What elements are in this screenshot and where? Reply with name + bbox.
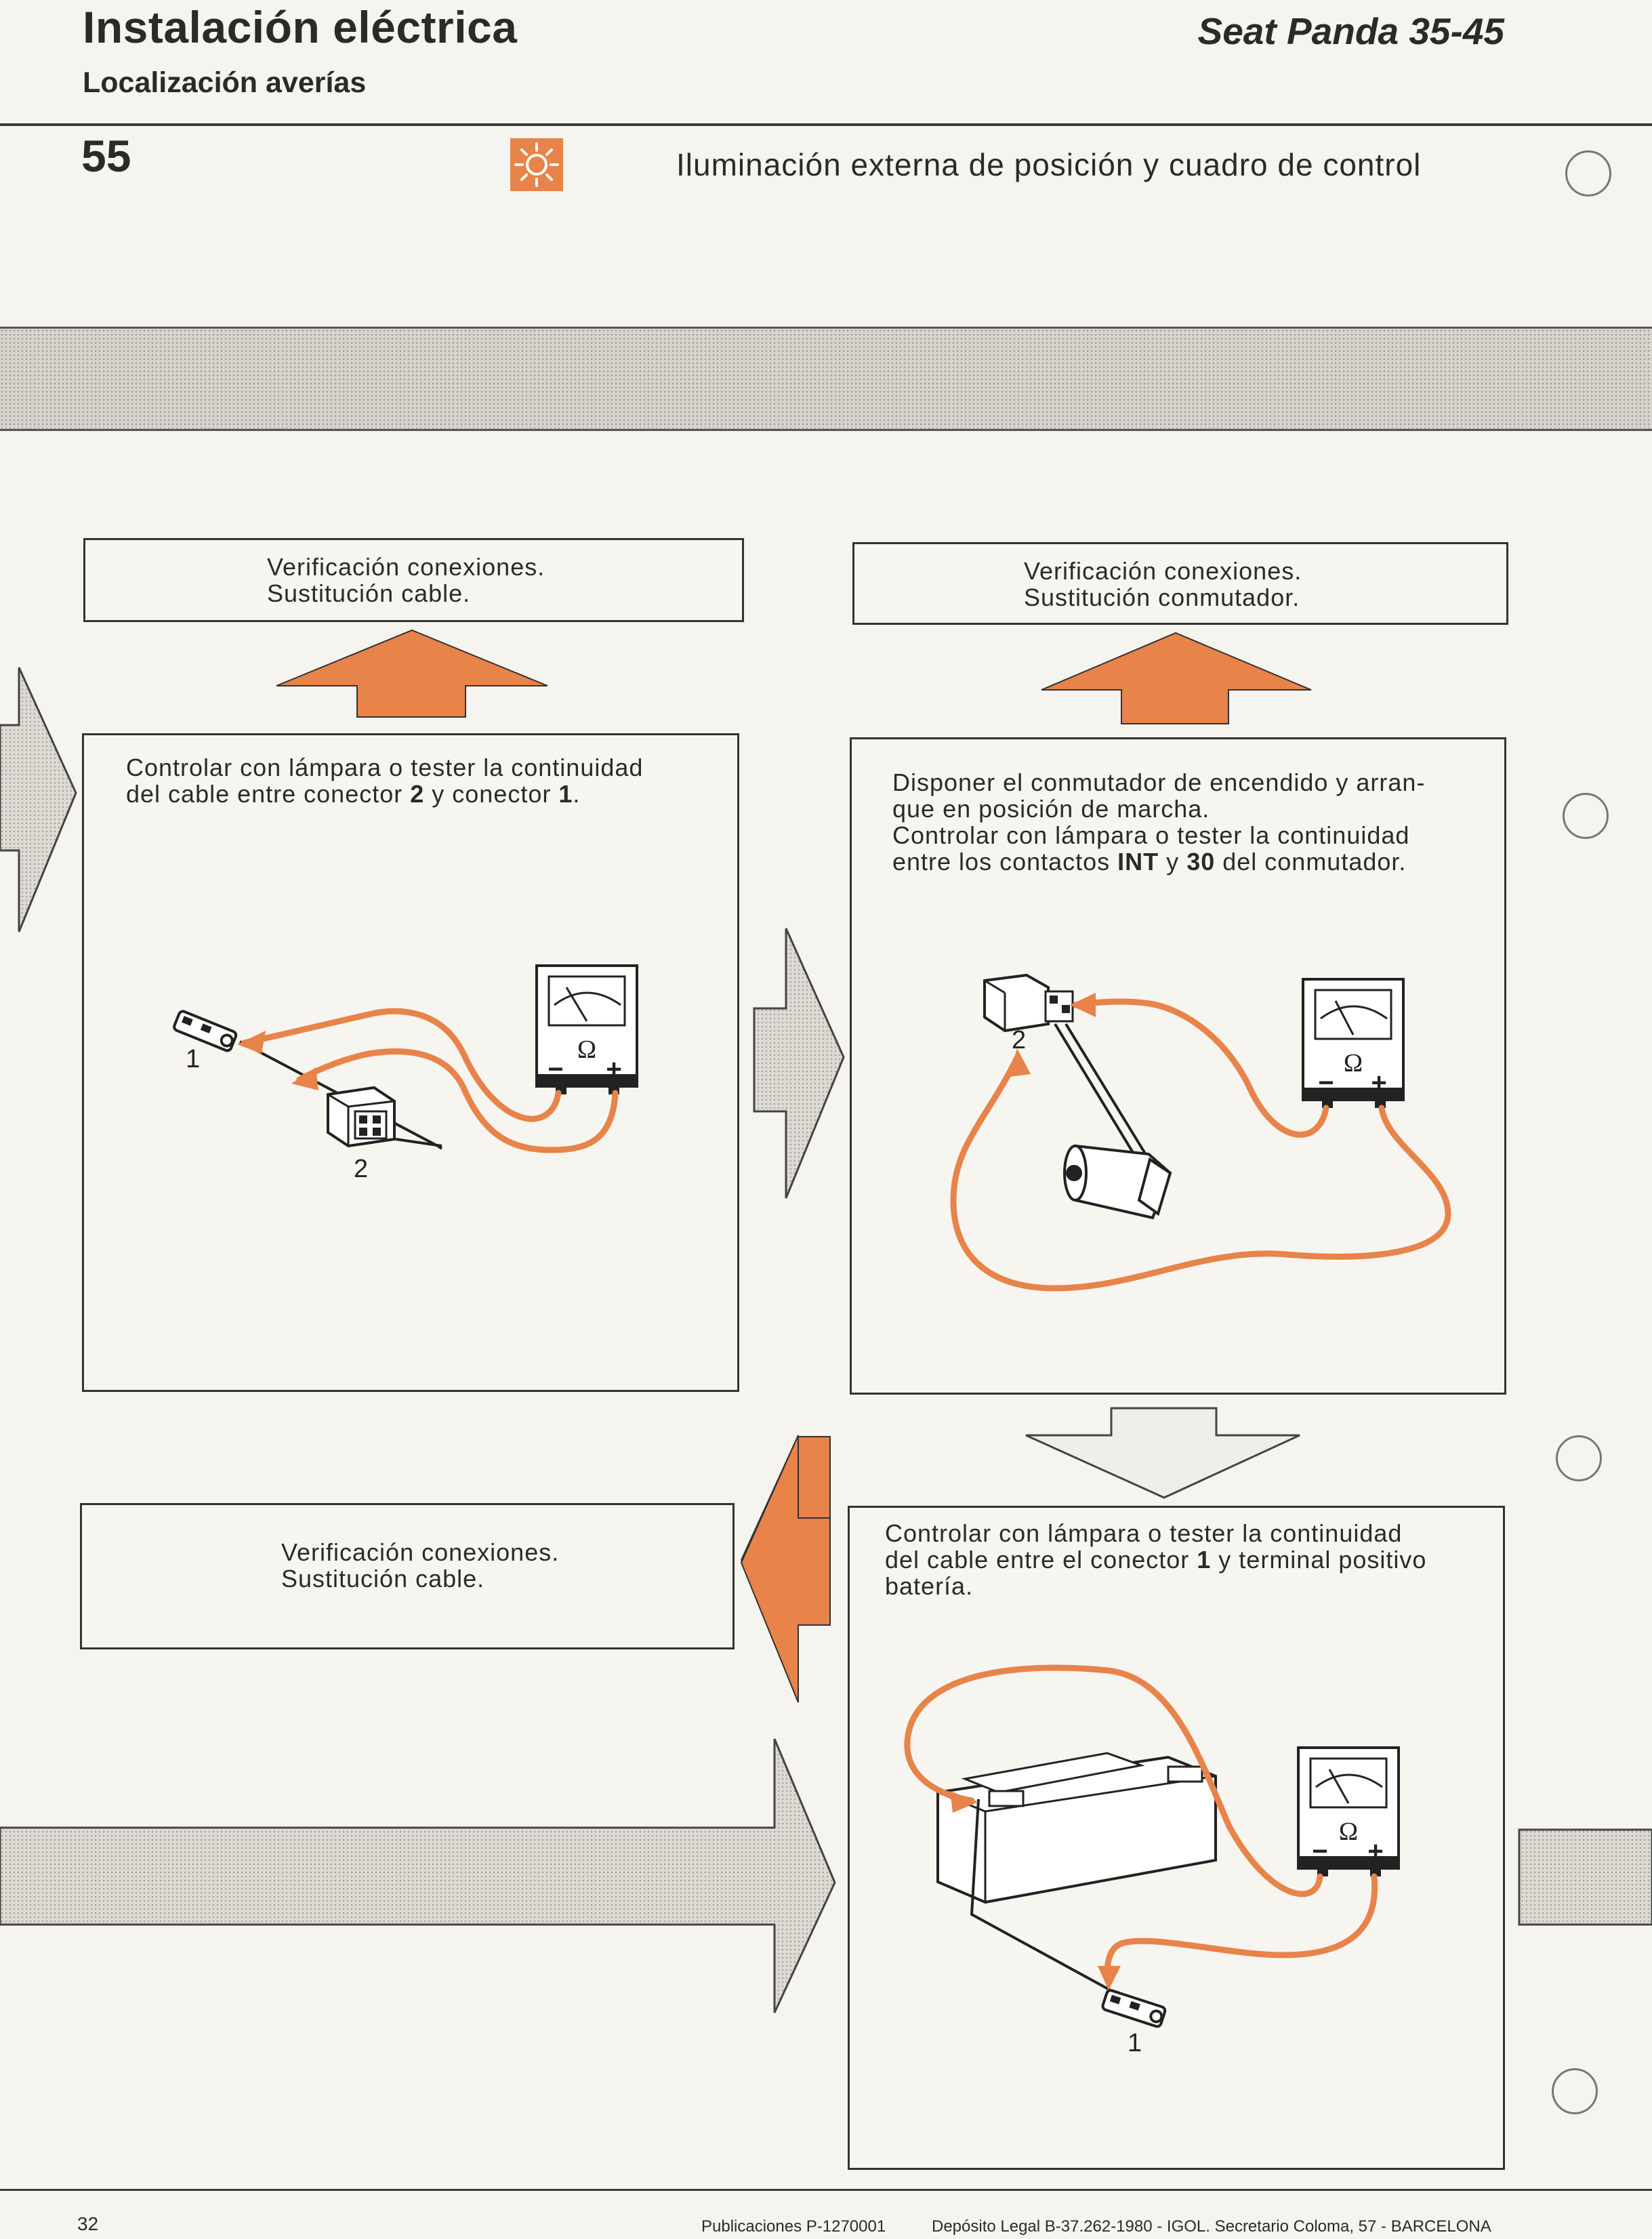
connector-1-icon	[1101, 1989, 1167, 2028]
page-number: 32	[77, 2213, 99, 2234]
left-arrow-orange	[740, 1435, 831, 1703]
flow-band-top	[0, 327, 1652, 431]
text-span: del cable entre el conector	[885, 1546, 1197, 1574]
text-span: del cable entre conector	[126, 780, 411, 808]
step-line: Disponer el conmutador de encendido y ar…	[892, 768, 1426, 796]
connector-1-label: 1	[186, 1045, 200, 1073]
sun-lamp-icon	[510, 138, 563, 191]
step-line: Controlar con lámpara o tester la contin…	[126, 754, 709, 781]
step-line: del cable entre conector 2 y conector 1.	[126, 781, 709, 807]
minus-label: −	[1318, 1068, 1334, 1098]
step-line: que en posición de marcha.	[892, 795, 1210, 823]
step-box-right: Disponer el conmutador de encendido y ar…	[850, 737, 1506, 1395]
ohm-label: Ω	[1339, 1817, 1358, 1846]
step-text: Controlar con lámpara o tester la contin…	[885, 1520, 1481, 1599]
right-arrow-grey-middle	[753, 928, 845, 1199]
up-arrow-orange	[1041, 632, 1312, 724]
result-line: Sustitución cable.	[281, 1565, 485, 1593]
step-text: Disponer el conmutador de encendido y ar…	[892, 769, 1489, 875]
text-span: y conector	[424, 780, 559, 808]
section-title: Iluminación externa de posición y cuadro…	[676, 147, 1422, 182]
binder-ring	[1556, 1435, 1602, 1481]
connector-2-icon	[327, 1086, 396, 1148]
text-span: .	[573, 780, 581, 808]
footer-rule	[0, 2189, 1652, 2191]
ohmmeter-icon	[535, 964, 638, 1094]
step-box-left: Controlar con lámpara o tester la contin…	[82, 733, 739, 1392]
connector-2-label: 2	[354, 1155, 368, 1183]
ohm-label: Ω	[1344, 1049, 1363, 1077]
connector-1-label: 1	[1128, 2029, 1142, 2057]
battery-continuity-illustration: Ω − + 1	[904, 1664, 1400, 2057]
text-span: y terminal positivo	[1211, 1546, 1427, 1574]
plus-label: +	[1371, 1068, 1386, 1098]
result-box-top-left: Verificación conexiones. Sustitución cab…	[83, 538, 744, 622]
binder-ring	[1565, 150, 1611, 197]
binder-ring	[1563, 793, 1609, 839]
connector-1-icon	[173, 1010, 238, 1052]
ignition-switch-icon	[1063, 1144, 1172, 1220]
page-code: 55	[81, 131, 131, 181]
right-arrow-grey-edge	[0, 667, 77, 932]
header-rule	[0, 123, 1652, 126]
text-span: Controlar con lámpara o tester la contin…	[126, 754, 644, 781]
result-line: Verificación conexiones.	[1024, 557, 1302, 585]
plus-label: +	[606, 1054, 621, 1084]
contact-ref: INT	[1117, 848, 1159, 876]
connector-2-label: 2	[1012, 1026, 1026, 1054]
cable-continuity-illustration: Ω − + 1 2	[173, 964, 638, 1183]
document-title: Instalación eléctrica	[83, 2, 518, 52]
text-span: entre los contactos	[892, 848, 1118, 876]
battery-icon	[936, 1752, 1217, 1904]
result-box-top-right: Verificación conexiones. Sustitución con…	[852, 542, 1508, 625]
document-subtitle: Localización averías	[83, 66, 367, 99]
binder-ring	[1552, 2068, 1598, 2114]
up-arrow-orange	[276, 629, 548, 718]
result-box-bottom-left: Verificación conexiones. Sustitución cab…	[80, 1503, 735, 1649]
connector-ref: 1	[558, 780, 573, 808]
ignition-switch-illustration: Ω − + 2	[950, 973, 1451, 1292]
publication-code: Publicaciones P-1270001	[701, 2217, 886, 2236]
right-arrow-grey-bottom	[0, 1738, 836, 2013]
minus-label: −	[548, 1054, 563, 1084]
contact-ref: 30	[1186, 848, 1216, 876]
step-line: batería.	[885, 1572, 974, 1600]
step-line: Controlar con lámpara o tester la contin…	[885, 1519, 1403, 1547]
step-line: Controlar con lámpara o tester la contin…	[892, 821, 1410, 849]
result-line: Sustitución cable.	[267, 579, 471, 607]
connector-ref: 1	[1197, 1546, 1212, 1574]
text-span: del conmutador.	[1215, 848, 1407, 876]
ohm-label: Ω	[577, 1035, 596, 1064]
step-text: Controlar con lámpara o tester la contin…	[126, 754, 709, 807]
step-line: del cable entre el conector 1 y terminal…	[885, 1546, 1481, 1573]
text-span: y	[1159, 848, 1187, 876]
ohmmeter-icon	[1302, 978, 1405, 1108]
step-box-bottom: Controlar con lámpara o tester la contin…	[848, 1506, 1505, 2170]
ohmmeter-icon	[1297, 1746, 1400, 1876]
result-line: Sustitución conmutador.	[1024, 583, 1300, 611]
step-line: entre los contactos INT y 30 del conmuta…	[892, 848, 1489, 875]
flow-band-right-edge	[1518, 1828, 1652, 1926]
switch-connector-icon	[983, 973, 1074, 1033]
down-arrow-grey	[1025, 1407, 1300, 1499]
minus-label: −	[1312, 1836, 1327, 1866]
result-line: Verificación conexiones.	[281, 1538, 560, 1566]
result-line: Verificación conexiones.	[267, 553, 545, 581]
connector-ref: 2	[410, 780, 425, 808]
vehicle-model: Seat Panda 35-45	[1197, 10, 1504, 52]
plus-label: +	[1367, 1836, 1383, 1866]
legal-notice: Depósito Legal B-37.262-1980 - IGOL. Sec…	[932, 2217, 1491, 2236]
